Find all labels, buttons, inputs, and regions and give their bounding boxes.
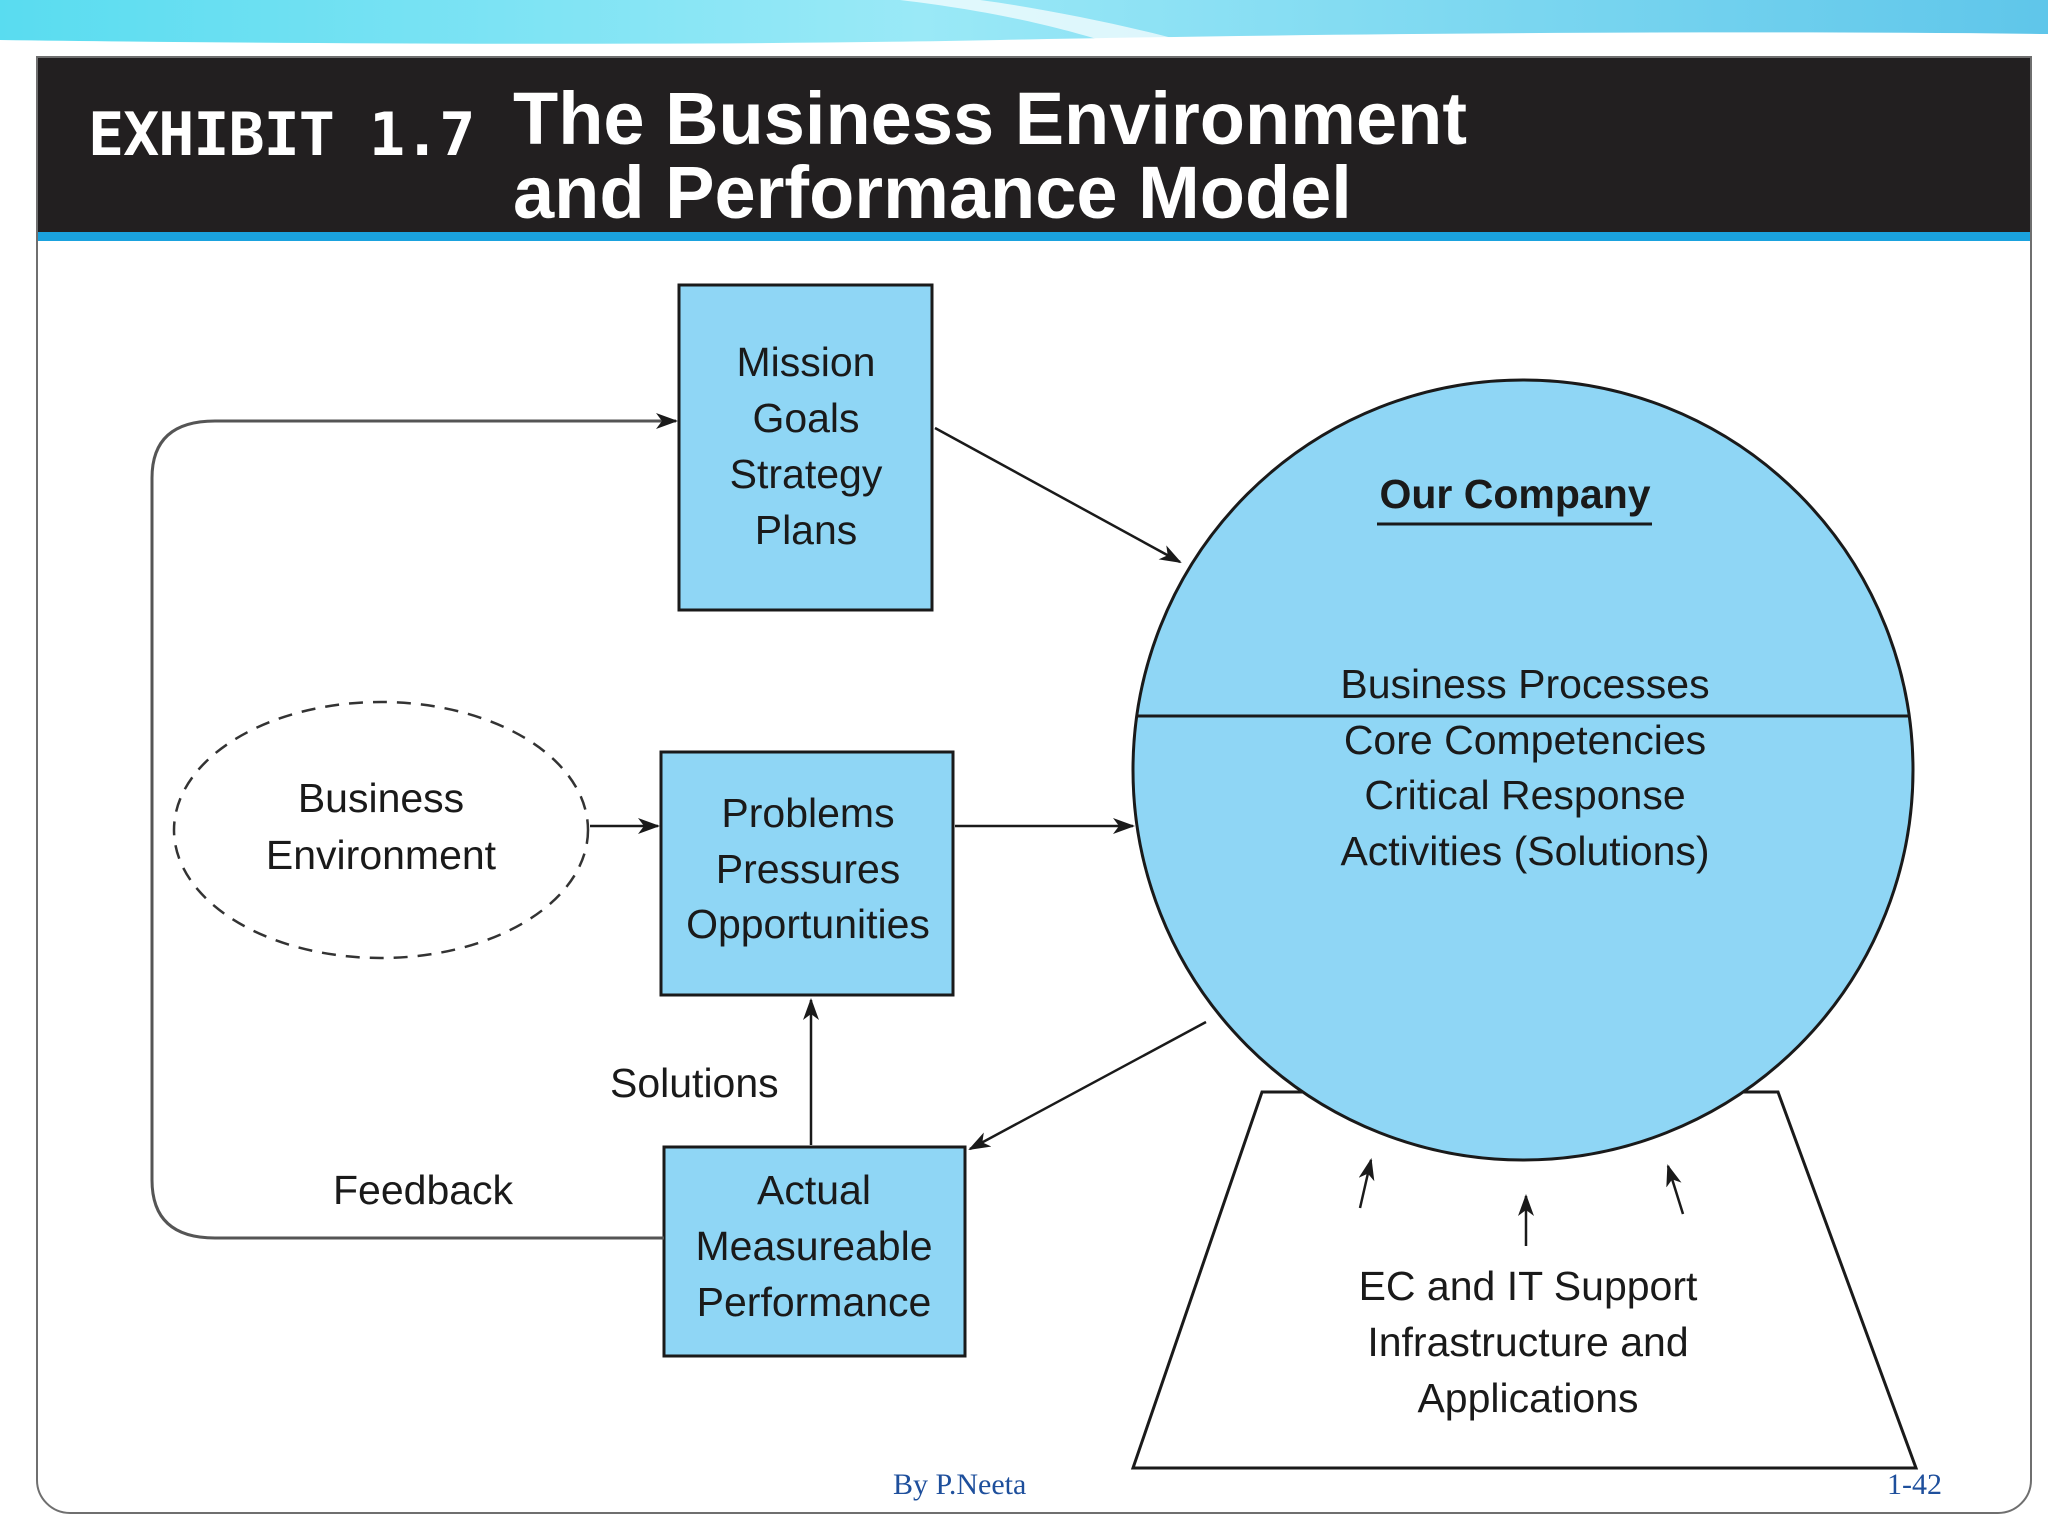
company-line: Activities (Solutions) [1340, 828, 1709, 874]
mission-line: Plans [755, 507, 858, 553]
company-line: Business Processes [1340, 661, 1709, 707]
company-line: Critical Response [1364, 772, 1685, 818]
support-line: Infrastructure and [1367, 1319, 1688, 1365]
mission-line: Mission [737, 339, 876, 385]
support-line: EC and IT Support [1359, 1263, 1698, 1309]
business-environment-ellipse [172, 700, 590, 960]
performance-line: Actual [757, 1167, 871, 1213]
top-decoration [0, 0, 2048, 44]
problems-box-text: Problems Pressures Opportunities [686, 790, 930, 947]
company-line: Core Competencies [1344, 717, 1706, 763]
mission-box [677, 283, 934, 612]
arrow-support-right [1666, 1164, 1685, 1215]
arrow-support-left [1358, 1158, 1375, 1209]
company-text: Business Processes Core Competencies Cri… [1340, 661, 1709, 874]
performance-box [662, 1145, 967, 1358]
footer-page-number: 1-42 [1887, 1468, 1942, 1501]
problems-line: Opportunities [686, 901, 930, 947]
performance-box-text: Actual Measureable Performance [695, 1167, 932, 1325]
feedback-loop-arrow [150, 413, 678, 1240]
arrow-company-to-performance [968, 1020, 1207, 1151]
header-accent-rule [38, 232, 2030, 241]
problems-line: Problems [721, 790, 894, 836]
footer-author: By P.Neeta [893, 1468, 1027, 1501]
mission-line: Strategy [730, 451, 883, 497]
business-environment-text: Business Environment [266, 775, 497, 878]
performance-line: Measureable [695, 1223, 932, 1269]
feedback-label: Feedback [333, 1167, 514, 1213]
arrow-mission-to-company [934, 426, 1182, 564]
exhibit-header: EXHIBIT 1.7 The Business Environment and… [38, 58, 2030, 232]
solutions-label: Solutions [610, 1060, 779, 1106]
exhibit-title-line-2: and Performance Model [513, 151, 1352, 234]
exhibit-label: EXHIBIT 1.7 [88, 100, 475, 170]
mission-line: Goals [752, 395, 859, 441]
support-text: EC and IT Support Infrastructure and App… [1359, 1263, 1698, 1421]
mission-box-text: Mission Goals Strategy Plans [730, 339, 883, 553]
environment-line: Environment [266, 832, 497, 878]
environment-line: Business [298, 775, 464, 821]
problems-box [659, 750, 955, 997]
company-circle [1131, 378, 1915, 1162]
problems-line: Pressures [716, 846, 901, 892]
support-line: Applications [1417, 1375, 1638, 1421]
exhibit-title-line-1: The Business Environment [513, 77, 1467, 160]
company-title: Our Company [1379, 471, 1650, 517]
performance-line: Performance [697, 1279, 932, 1325]
exhibit-title: The Business Environment and Performance… [513, 82, 1467, 230]
